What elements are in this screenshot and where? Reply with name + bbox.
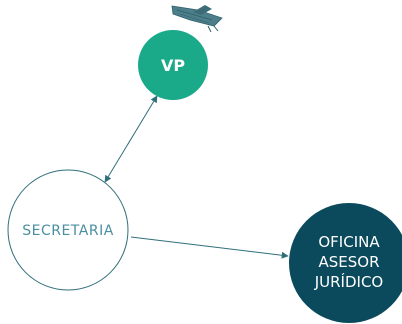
node-vp[interactable]: VP [138,30,208,100]
node-oficina-label-line-1: OFICINA [318,233,380,251]
node-vp-circle [138,30,208,100]
node-secretaria-circle [7,169,129,291]
node-oficina-asesor-juridico[interactable]: OFICINA ASESOR JURÍDICO [289,203,402,323]
node-oficina-circle [289,203,402,323]
node-oficina-label-line-3: JURÍDICO [314,272,384,291]
node-vp-label: VP [161,56,185,75]
edge-vp-secretaria [104,95,158,183]
desk-icon [171,5,223,33]
node-oficina-label-line-2: ASESOR [318,253,379,271]
node-secretaria-label: SECRETARIA [22,223,114,239]
edge-secretaria-oficina [130,236,289,259]
node-secretaria[interactable]: SECRETARIA [7,169,129,291]
